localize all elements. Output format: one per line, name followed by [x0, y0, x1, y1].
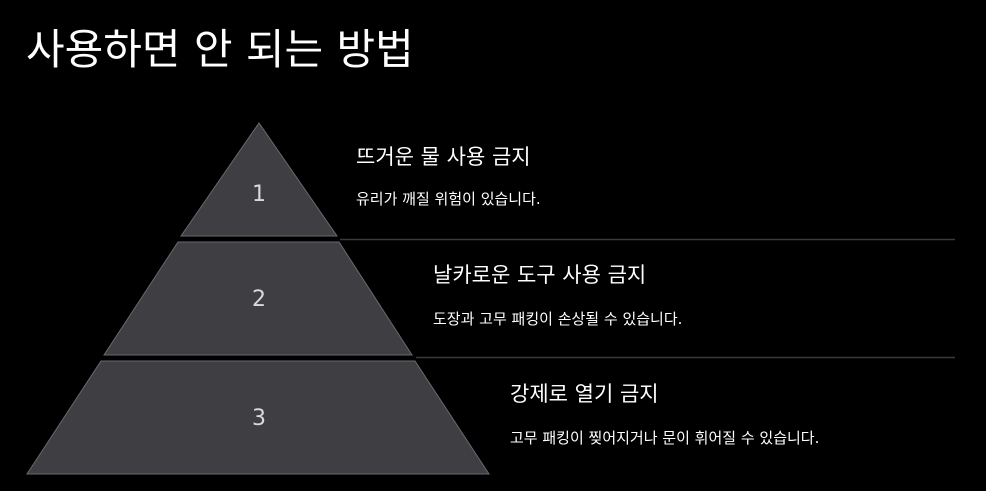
pyramid-layer-2 — [103, 241, 413, 356]
item-1-heading: 뜨거운 물 사용 금지 — [356, 145, 531, 169]
item-3-description: 고무 패킹이 찢어지거나 문이 휘어질 수 있습니다. — [510, 429, 820, 447]
pyramid-layer-2-number: 2 — [252, 287, 266, 312]
pyramid-layer-3 — [26, 360, 490, 475]
page-title: 사용하면 안 되는 방법 — [26, 25, 414, 74]
item-2-heading: 날카로운 도구 사용 금지 — [433, 263, 647, 287]
pyramid-layer-1-number: 1 — [252, 182, 266, 207]
item-1-description: 유리가 깨질 위험이 있습니다. — [356, 190, 541, 208]
item-3-heading: 강제로 열기 금지 — [510, 382, 659, 406]
item-2-description: 도장과 고무 패킹이 손상될 수 있습니다. — [433, 310, 683, 328]
pyramid-layer-1 — [180, 122, 338, 237]
pyramid-layer-3-number: 3 — [252, 406, 266, 431]
